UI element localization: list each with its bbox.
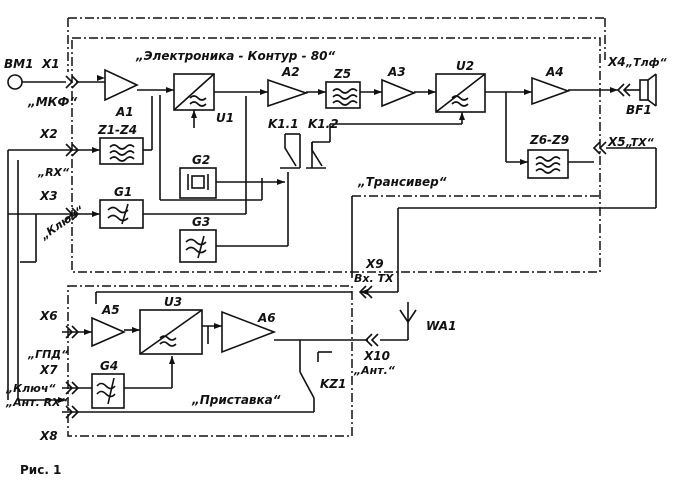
block-a1-label: A1	[115, 105, 134, 119]
amplifiers	[91, 68, 571, 354]
block-a5-label: A5	[101, 303, 120, 317]
connector-x9-label: X9	[365, 257, 384, 271]
arrow-heads	[58, 75, 618, 403]
connector-x7-label: X7	[39, 363, 58, 377]
connector-x9-name: Вх. ТХ	[354, 272, 394, 285]
filter-z6-z9	[527, 149, 569, 179]
connector-x5-name: „TX“	[625, 136, 655, 149]
microphone-icon	[7, 74, 23, 90]
amplifier-a6	[221, 310, 277, 354]
filter-z1-z4	[99, 137, 144, 165]
block-z1z4-label: Z1-Z4	[97, 123, 137, 137]
connector-x3-name: „Ключ“	[37, 203, 87, 243]
connector-x4-label: X4	[607, 55, 626, 69]
connector-x2-name: „RX“	[37, 166, 70, 179]
connector-x4-name: „Тлф“	[625, 56, 668, 69]
group-attachment-label: „Приставка“	[191, 393, 281, 407]
connector-x7-name: „Ключ“	[5, 382, 56, 395]
generator-g3	[179, 229, 217, 263]
mixers	[139, 73, 486, 355]
block-z6z9-label: Z6-Z9	[529, 133, 569, 147]
block-a6-label: A6	[257, 311, 276, 325]
connector-bf1-label: BF1	[626, 103, 652, 117]
connector-x2-label: X2	[39, 127, 58, 141]
relay-kz1-label: KZ1	[320, 377, 346, 391]
attachment-group-border	[67, 285, 353, 437]
connector-x8-label: X8	[39, 429, 58, 443]
relay-contact-k12	[311, 142, 323, 167]
relay-contact-k11	[284, 134, 297, 167]
connector-x1-name: „МКФ“	[27, 95, 77, 109]
generator-g1	[99, 199, 144, 229]
generators	[91, 167, 217, 409]
filters	[99, 81, 569, 179]
block-a3-label: A3	[387, 65, 406, 79]
amplifier-a1	[104, 68, 139, 102]
block-u1-label: U1	[216, 111, 234, 125]
block-g1-label: G1	[114, 185, 132, 199]
relay-contacts	[280, 134, 326, 169]
connector-x3-label: X3	[39, 189, 58, 203]
connector-x10-label: X10	[363, 349, 390, 363]
block-g4-label: G4	[100, 359, 118, 373]
block-u2-label: U2	[456, 59, 474, 73]
connector-x1-label: X1	[41, 57, 60, 71]
relay-k12-label: K1.2	[308, 117, 339, 131]
amplifier-a4	[531, 76, 571, 106]
generator-g2-crystal	[179, 167, 217, 199]
block-g3-label: G3	[192, 215, 210, 229]
amplifier-a3	[381, 78, 417, 108]
relay-k11-label: K1.1	[268, 117, 299, 131]
connector-x6-name: „ГПД“	[27, 348, 69, 361]
labels: ВМ1 X1 „МКФ“ X2 „RX“ X3 „Ключ“ X4 „Тлф“ …	[4, 49, 668, 477]
mixer-u2	[435, 73, 486, 113]
connector-x8-name: „Ант. RX“	[5, 396, 69, 409]
connector-x5-label: X5	[607, 135, 626, 149]
block-u3-label: U3	[164, 295, 182, 309]
amplifier-a2	[267, 78, 309, 108]
block-g2-label: G2	[192, 153, 210, 167]
mixer-u1	[173, 73, 215, 111]
amplifier-a5	[91, 316, 126, 348]
figure-caption: Рис. 1	[20, 463, 61, 477]
connector-x6-label: X6	[39, 309, 58, 323]
connector-bm1-label: ВМ1	[4, 57, 33, 71]
connector-wa1-label: WA1	[426, 319, 456, 333]
mixer-u3	[139, 309, 203, 355]
block-a4-label: A4	[545, 65, 564, 79]
block-z5-label: Z5	[333, 67, 351, 81]
headphone-icon	[639, 73, 657, 107]
block-a2-label: A2	[281, 65, 300, 79]
connector-chevrons	[65, 75, 631, 419]
filter-z5	[325, 81, 361, 109]
group-transceiver-label: „Трансивер“	[357, 175, 447, 189]
group-electronics-label: „Электроника - Контур - 80“	[135, 49, 335, 63]
connector-x10-name: „Ант.“	[353, 364, 396, 377]
antenna-icon	[399, 302, 417, 323]
generator-g4	[91, 373, 125, 409]
